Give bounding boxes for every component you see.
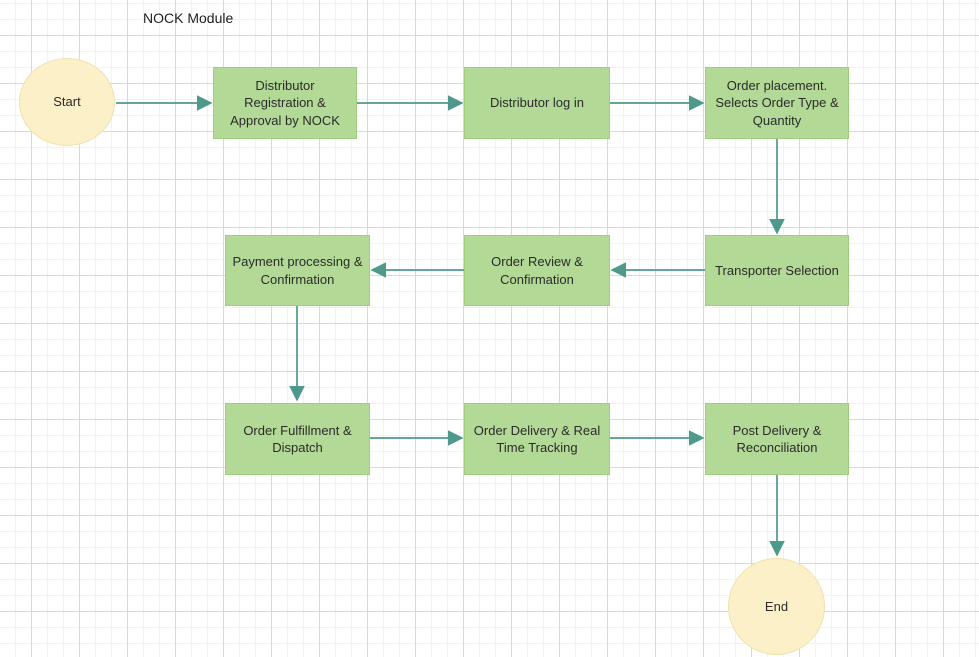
node-distributor-login[interactable]: Distributor log in [464, 67, 610, 139]
node-start[interactable]: Start [19, 58, 115, 146]
node-order-review[interactable]: Order Review & Confirmation [464, 235, 610, 306]
node-payment-processing[interactable]: Payment processing & Confirmation [225, 235, 370, 306]
diagram-title: NOCK Module [143, 10, 234, 26]
node-transporter-selection[interactable]: Transporter Selection [705, 235, 849, 306]
node-end[interactable]: End [728, 558, 825, 655]
node-post-delivery[interactable]: Post Delivery & Reconciliation [705, 403, 849, 475]
node-distributor-registration[interactable]: Distributor Registration & Approval by N… [213, 67, 357, 139]
node-order-placement[interactable]: Order placement. Selects Order Type & Qu… [705, 67, 849, 139]
node-order-fulfillment[interactable]: Order Fulfillment & Dispatch [225, 403, 370, 475]
node-order-delivery[interactable]: Order Delivery & Real Time Tracking [464, 403, 610, 475]
